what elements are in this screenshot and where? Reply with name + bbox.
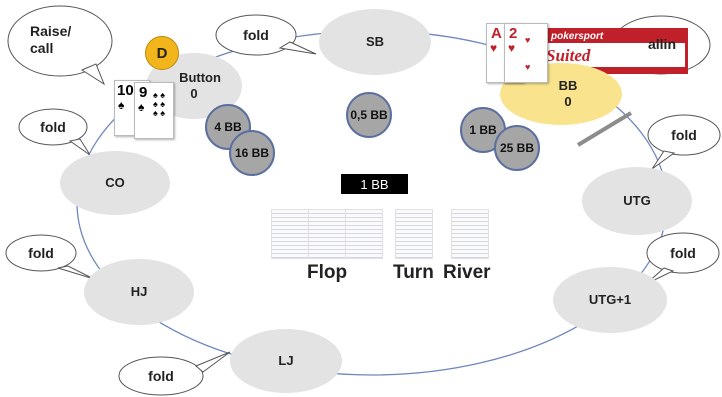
bb-card-1-rank: A	[491, 25, 502, 42]
chip-sb-bet-label: 0,5 BB	[350, 108, 388, 122]
seat-co: CO	[60, 151, 170, 215]
bubble-text-bb: allin	[647, 36, 676, 52]
turn-card	[395, 209, 433, 259]
bb-card-2-rank: 2	[509, 25, 518, 42]
pot-box: 1 BB	[341, 174, 408, 194]
bubble-text-utg1: fold	[670, 245, 696, 261]
chip-bb-stack-label: 25 BB	[499, 141, 534, 155]
river-card	[451, 209, 489, 259]
button-card-2-pips: ♠ ♠♠ ♠♠ ♠	[153, 90, 166, 118]
seat-sb-label: SB	[365, 34, 385, 49]
button-card-2-suit: ♠	[138, 100, 145, 114]
seat-utg1-label: UTG+1	[588, 292, 632, 307]
chip-button-stack: 16 BB	[229, 130, 275, 176]
seat-button-stack: 0	[190, 86, 198, 101]
seat-utg-label: UTG	[623, 193, 651, 208]
seat-button-label: Button	[179, 70, 221, 85]
seat-hj-label: HJ	[130, 284, 148, 299]
speech-bubble-hj	[5, 234, 95, 280]
dealer-button-label: D	[156, 44, 168, 62]
flop-card-1	[271, 209, 309, 259]
bb-card-2: 2 ♥ ♥♥	[504, 23, 548, 83]
street-label-flop: Flop	[307, 262, 348, 283]
seat-bb: BB 0	[538, 66, 598, 122]
chip-bb-bet-label: 1 BB	[469, 123, 497, 137]
speech-bubble-utg	[647, 114, 721, 170]
bubble-text-sb: fold	[243, 27, 269, 43]
bb-card-2-pips: ♥♥	[525, 35, 531, 72]
chip-sb-bet: 0,5 BB	[346, 92, 392, 138]
speech-bubble-sb	[215, 14, 317, 56]
button-card-2: 9 ♠ ♠ ♠♠ ♠♠ ♠	[134, 82, 174, 139]
seat-sb: SB	[319, 9, 431, 75]
speech-bubble-co	[18, 108, 91, 156]
banner-line2: Suited	[546, 46, 591, 65]
chip-bb-bet: 1 BB	[460, 107, 506, 153]
seat-utg: UTG	[582, 167, 692, 235]
chip-bb-stack: 25 BB	[494, 125, 540, 171]
seat-utg1: UTG+1	[553, 267, 667, 333]
bubble-text-button: Raise/ call	[30, 23, 72, 56]
seat-co-label: CO	[105, 175, 125, 190]
banner-line1: pokersport	[550, 31, 604, 42]
seat-lj-label: LJ	[278, 353, 294, 368]
chip-button-stack-label: 16 BB	[234, 146, 269, 160]
bb-card-2-suit: ♥	[508, 41, 516, 55]
speech-bubble-lj	[118, 351, 231, 396]
bubble-text-co: fold	[40, 119, 66, 135]
seat-lj: LJ	[230, 329, 342, 393]
pot-label: 1 BB	[360, 176, 389, 192]
chip-button-bet-label: 4 BB	[214, 120, 242, 134]
bubble-text-lj: fold	[148, 368, 174, 384]
flop-card-2	[308, 209, 346, 259]
table-divider-line	[576, 111, 633, 147]
button-card-2-rank: 9	[139, 84, 148, 101]
dealer-button: D	[145, 36, 179, 70]
street-label-turn: Turn	[393, 262, 434, 283]
button-card-1-rank: 10	[117, 82, 134, 99]
button-card-1-suit: ♠	[118, 98, 125, 112]
bubble-text-utg: fold	[671, 127, 697, 143]
seat-hj: HJ	[84, 259, 194, 325]
bubble-text-hj: fold	[28, 245, 54, 261]
flop-card-3	[345, 209, 383, 259]
seat-bb-label: BB	[558, 78, 578, 93]
street-label-river: River	[443, 262, 491, 283]
seat-bb-stack: 0	[564, 94, 572, 109]
bb-card-1-suit: ♥	[490, 41, 498, 55]
speech-bubble-button	[7, 5, 113, 86]
